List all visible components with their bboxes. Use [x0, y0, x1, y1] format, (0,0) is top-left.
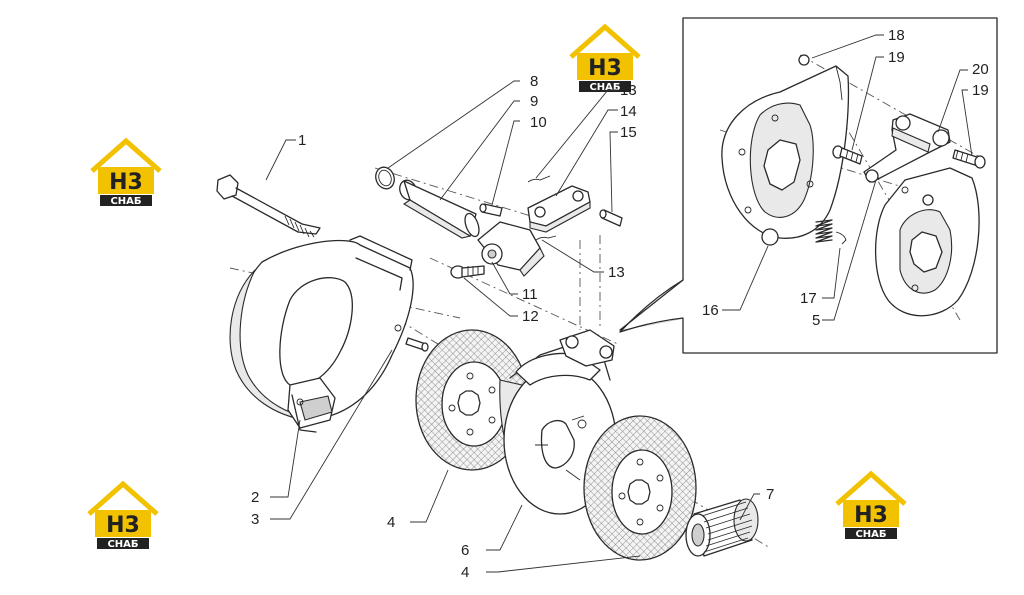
logo-main-text: H3: [854, 503, 888, 528]
callout-13-bottom: 13: [608, 264, 625, 281]
part-11-lever: [477, 221, 545, 277]
part-13-cotter-pins: [527, 175, 557, 241]
logo-sub-text: СНАБ: [110, 196, 141, 207]
leader-lines: [265, 34, 973, 573]
logo-left-lower: H3 СНАБ: [89, 484, 157, 550]
part-4-friction-disc-left: [415, 329, 529, 471]
callout-11: 11: [522, 286, 538, 303]
logo-main-text: H3: [109, 170, 143, 195]
callout-15: 15: [620, 124, 637, 141]
callout-4-left: 4: [387, 514, 395, 531]
part-7-splined-bushing: [685, 498, 759, 557]
callout-13-top: 13: [620, 82, 637, 99]
callout-6: 6: [461, 542, 469, 559]
part-8-oring: [375, 166, 395, 190]
callout-labels: 1 2 3 4 4 5 6 7 8 9 10 11 12 13 13 14 15…: [251, 27, 989, 581]
callout-1: 1: [298, 132, 306, 149]
logo-main-text: H3: [106, 513, 140, 538]
logo-right: H3 СНАБ: [837, 474, 905, 540]
logo-sub-text: СНАБ: [107, 539, 138, 550]
callout-10: 10: [530, 114, 547, 131]
part-10-pin: [479, 203, 503, 217]
callout-9: 9: [530, 93, 538, 110]
callout-8: 8: [530, 73, 538, 90]
logo-sub-text: СНАБ: [855, 529, 886, 540]
callout-19-left: 19: [888, 49, 905, 66]
detail-inset: [619, 17, 998, 354]
logo-top-center: H3 СНАБ: [571, 27, 639, 93]
logo-main-text: H3: [588, 56, 622, 81]
logo-sub-text: СНАБ: [589, 82, 620, 93]
callout-16: 16: [702, 302, 719, 319]
part-1-long-bolt: [216, 174, 321, 238]
part-2-3-brake-housing: [229, 235, 429, 433]
callout-19-right: 19: [972, 82, 989, 99]
part-4-friction-disc-right: [583, 415, 697, 561]
callout-18: 18: [888, 27, 905, 44]
part-14-link-plate: [527, 185, 591, 233]
callout-5: 5: [812, 312, 820, 329]
callout-20: 20: [972, 61, 989, 78]
part-15-pin: [599, 209, 623, 227]
logo-left-upper: H3 СНАБ: [92, 141, 160, 207]
callout-12: 12: [522, 308, 539, 325]
callout-7: 7: [766, 486, 774, 503]
callout-14: 14: [620, 103, 637, 120]
callout-17: 17: [800, 290, 817, 307]
part-12-screw: [450, 265, 485, 279]
callout-3: 3: [251, 511, 259, 528]
callout-2: 2: [251, 489, 259, 506]
part-9-shaft: [399, 179, 480, 239]
callout-4-right: 4: [461, 564, 469, 581]
